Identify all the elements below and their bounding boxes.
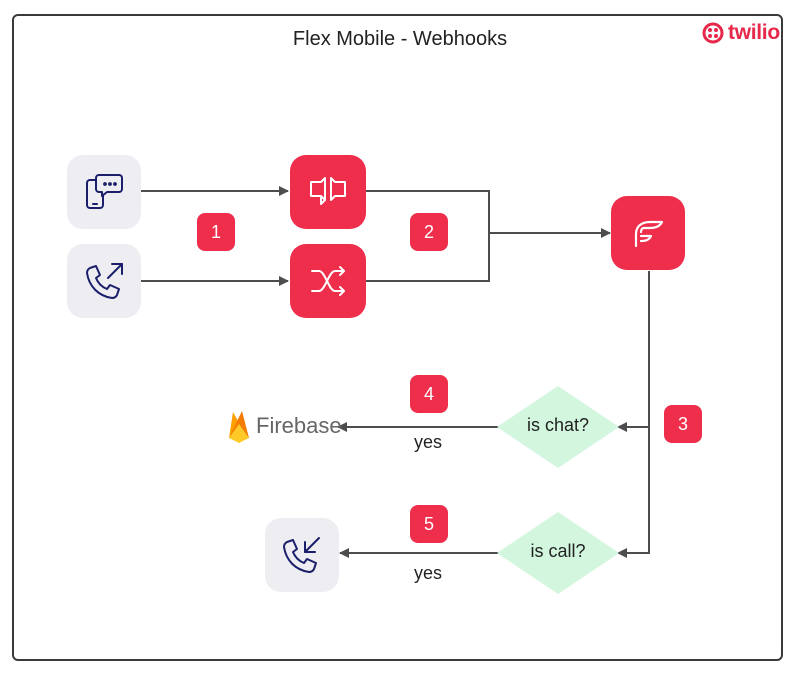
edge-flex-to-is-chat	[617, 271, 650, 432]
step-badge-1: 1	[197, 213, 235, 251]
diagram-title: Flex Mobile - Webhooks	[292, 28, 508, 50]
is-call-decision	[497, 512, 619, 594]
step-badge-2: 2	[410, 213, 448, 251]
diagram-frame	[12, 14, 783, 661]
voice-source-tile	[67, 244, 141, 318]
conversations-tile	[290, 155, 366, 229]
flex-logo-icon	[634, 220, 664, 248]
firebase-label: Firebase	[256, 413, 342, 438]
firebase-flame-icon	[229, 411, 249, 443]
edge-conversations-to-flex	[366, 190, 490, 233]
yes-label-call: yes	[414, 563, 443, 583]
outgoing-call-icon	[86, 263, 123, 299]
connectors	[141, 186, 650, 558]
twilio-logo: twilio	[702, 20, 780, 46]
incoming-call-tile	[265, 518, 339, 592]
flex-tile	[611, 196, 685, 270]
is-chat-label: is chat?	[526, 415, 590, 435]
incoming-call-icon	[283, 537, 320, 573]
step-badge-3: 3	[664, 405, 702, 443]
step-badge-5: 5	[410, 505, 448, 543]
step-badge-4: 4	[410, 375, 448, 413]
edge-studio-to-flex	[366, 233, 490, 282]
twilio-wordmark: twilio	[728, 21, 780, 44]
shuffle-icon	[311, 266, 345, 296]
mobile-chat-icon	[86, 174, 123, 209]
is-call-label: is call?	[530, 541, 586, 561]
is-chat-decision	[497, 386, 619, 468]
yes-label-chat: yes	[414, 432, 443, 452]
firebase-logo: Firebase	[226, 406, 342, 446]
twilio-mark-icon	[702, 22, 724, 44]
conversations-icon	[310, 177, 346, 205]
edge-flex-to-is-call	[617, 427, 650, 558]
